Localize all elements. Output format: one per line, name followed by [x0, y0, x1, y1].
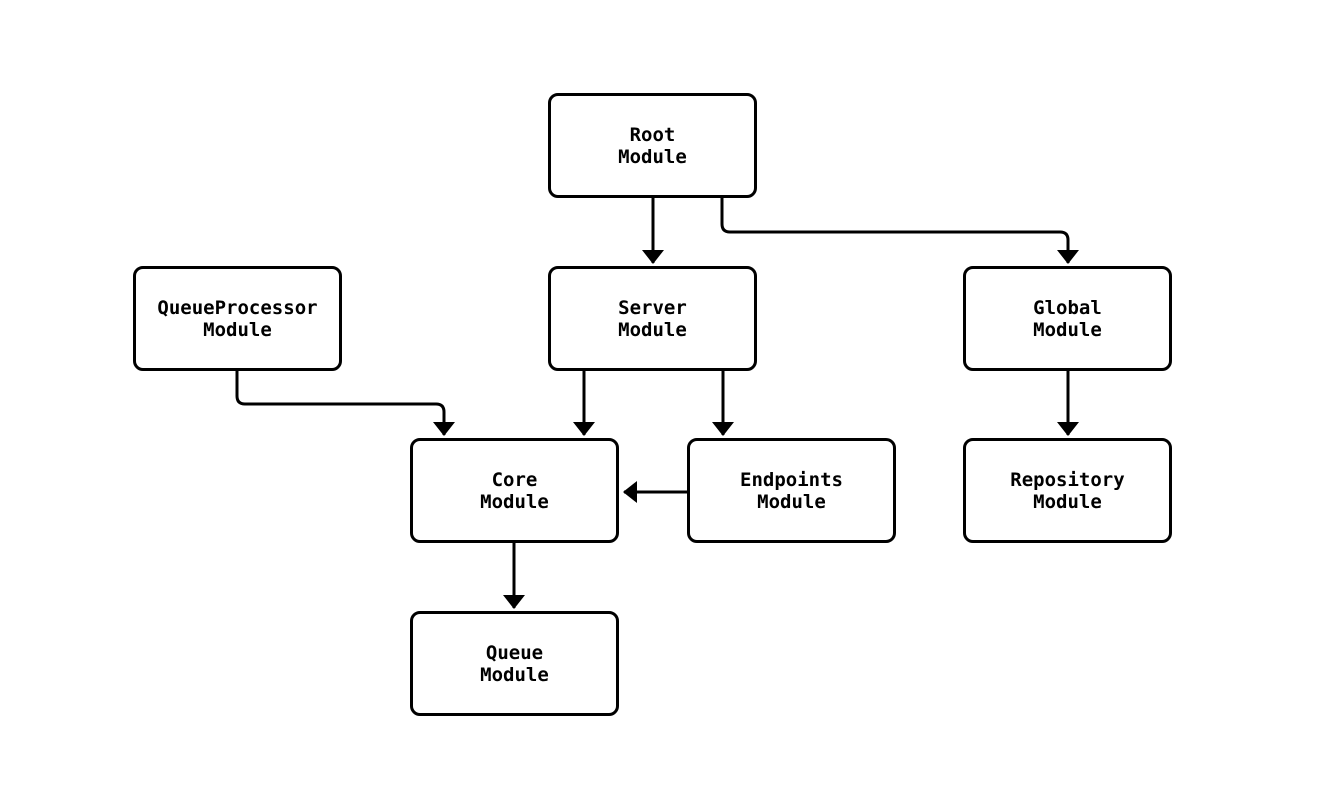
node-repository-module: Repository Module — [963, 438, 1172, 543]
node-queueprocessor-module: QueueProcessor Module — [133, 266, 342, 371]
edge-root-to-global — [720, 198, 1079, 264]
node-server-module: Server Module — [548, 266, 757, 371]
node-endpoints-module: Endpoints Module — [687, 438, 896, 543]
node-queue-module: Queue Module — [410, 611, 619, 716]
node-root-module: Root Module — [548, 93, 757, 198]
node-global-module: Global Module — [963, 266, 1172, 371]
edge-queue-processor-to-core — [235, 371, 455, 436]
node-core-module: Core Module — [410, 438, 619, 543]
